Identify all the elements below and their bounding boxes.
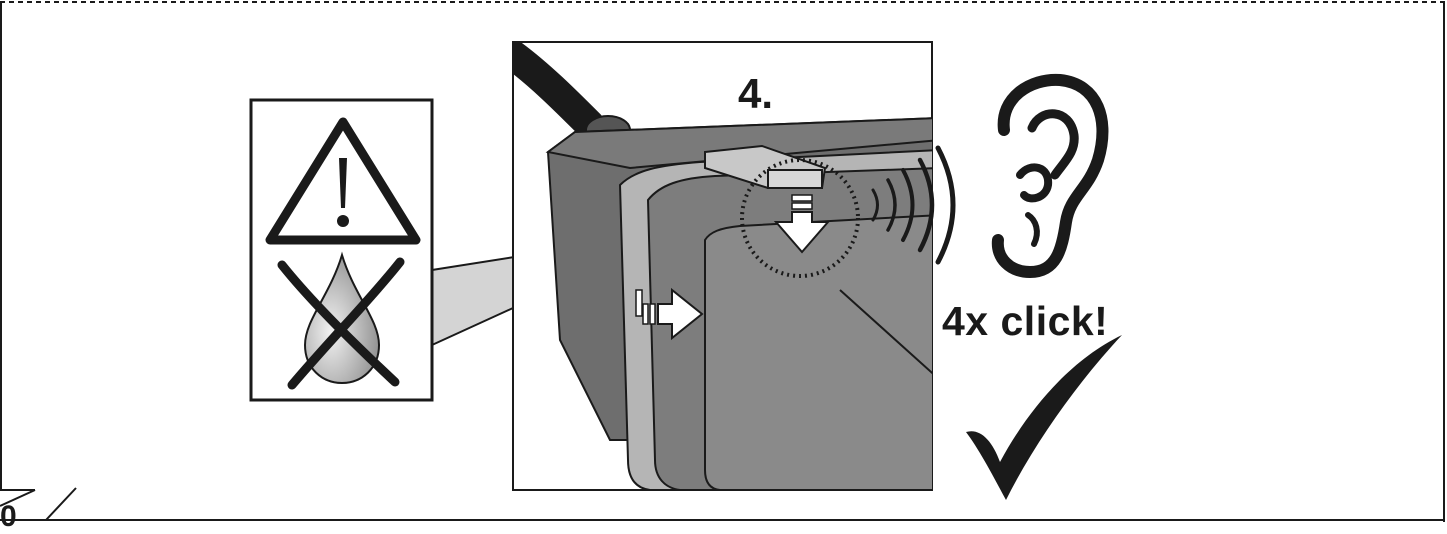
arrow-right-icon xyxy=(642,287,704,341)
sound-waves-icon xyxy=(871,145,956,265)
warning-triangle-icon xyxy=(265,117,421,245)
click-instruction: 4x click! xyxy=(942,298,1109,344)
device-illustration xyxy=(512,41,933,491)
no-liquid-drop-icon xyxy=(277,251,405,390)
checkmark-icon xyxy=(966,335,1122,500)
step-number: 4. xyxy=(738,70,774,117)
ear-icon xyxy=(991,73,1109,278)
page-border xyxy=(0,1,1447,522)
illustration-canvas xyxy=(0,1,1447,522)
warning-panel xyxy=(249,98,434,402)
arrow-down-icon xyxy=(773,194,831,254)
latch-highlight-circle xyxy=(740,158,860,278)
page-number: 0 xyxy=(0,500,17,533)
